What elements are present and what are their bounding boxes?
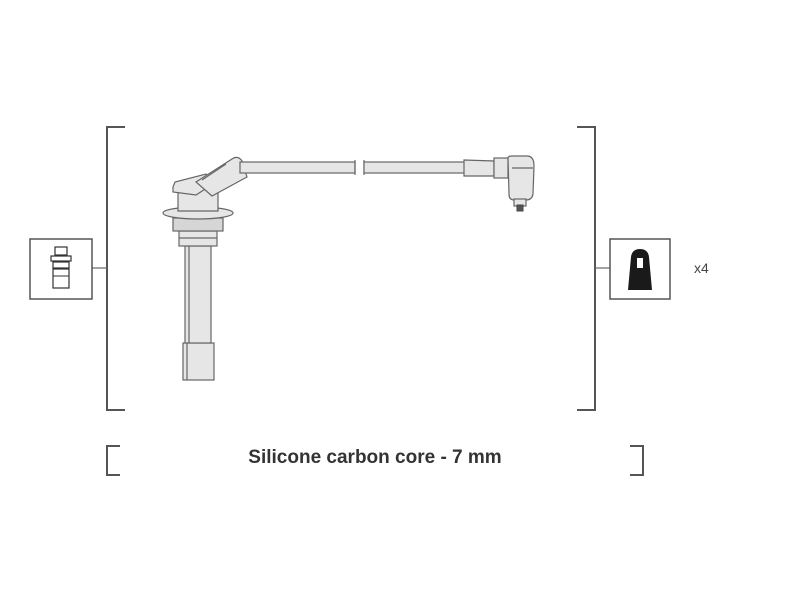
left-bracket xyxy=(106,126,125,411)
wire-segment-right xyxy=(363,161,467,174)
spark-plug-boot xyxy=(162,173,234,381)
right-bracket xyxy=(577,126,596,411)
caption-bracket-left xyxy=(106,445,120,476)
coil-boot xyxy=(463,155,535,212)
core-spec-caption: Silicone carbon core - 7 mm xyxy=(248,447,502,468)
caption-bracket-right xyxy=(630,445,644,476)
spark-plug-connector-icon xyxy=(50,246,72,289)
ignition-cable xyxy=(162,155,535,381)
wire-segment-left xyxy=(239,161,356,174)
coil-boot-connector-icon xyxy=(628,249,652,290)
right-connector-icon-box xyxy=(595,238,671,300)
quantity-multiplier-label: x4 xyxy=(694,260,709,276)
left-connector-icon-box xyxy=(29,238,107,300)
